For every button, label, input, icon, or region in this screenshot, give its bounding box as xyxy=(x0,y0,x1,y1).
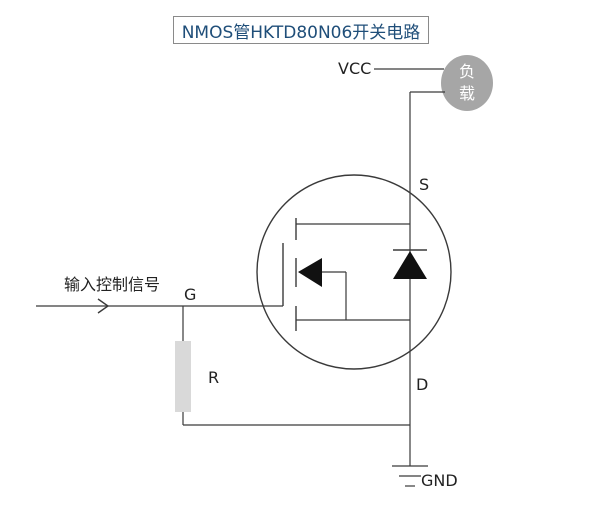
load-bubble xyxy=(441,55,493,111)
gate-label: G xyxy=(184,285,197,304)
vcc-label: VCC xyxy=(338,59,372,78)
drain-label: D xyxy=(416,375,429,394)
body-arrow xyxy=(298,258,322,287)
resistor xyxy=(175,341,191,412)
input-arrow xyxy=(97,298,110,314)
source-label: S xyxy=(419,175,430,194)
load-label-line-2: 载 xyxy=(458,84,475,103)
mosfet-circle xyxy=(256,174,452,370)
input-label: 输入控制信号 xyxy=(64,275,161,294)
ground-label: GND xyxy=(421,471,458,490)
resistor-label: R xyxy=(208,368,220,387)
load-label-line-1: 负 xyxy=(458,62,475,81)
load-label: 负 载 xyxy=(441,56,493,110)
diode-triangle xyxy=(393,251,427,279)
diagram-title: NMOS管HKTD80N06开关电路 xyxy=(173,16,429,44)
